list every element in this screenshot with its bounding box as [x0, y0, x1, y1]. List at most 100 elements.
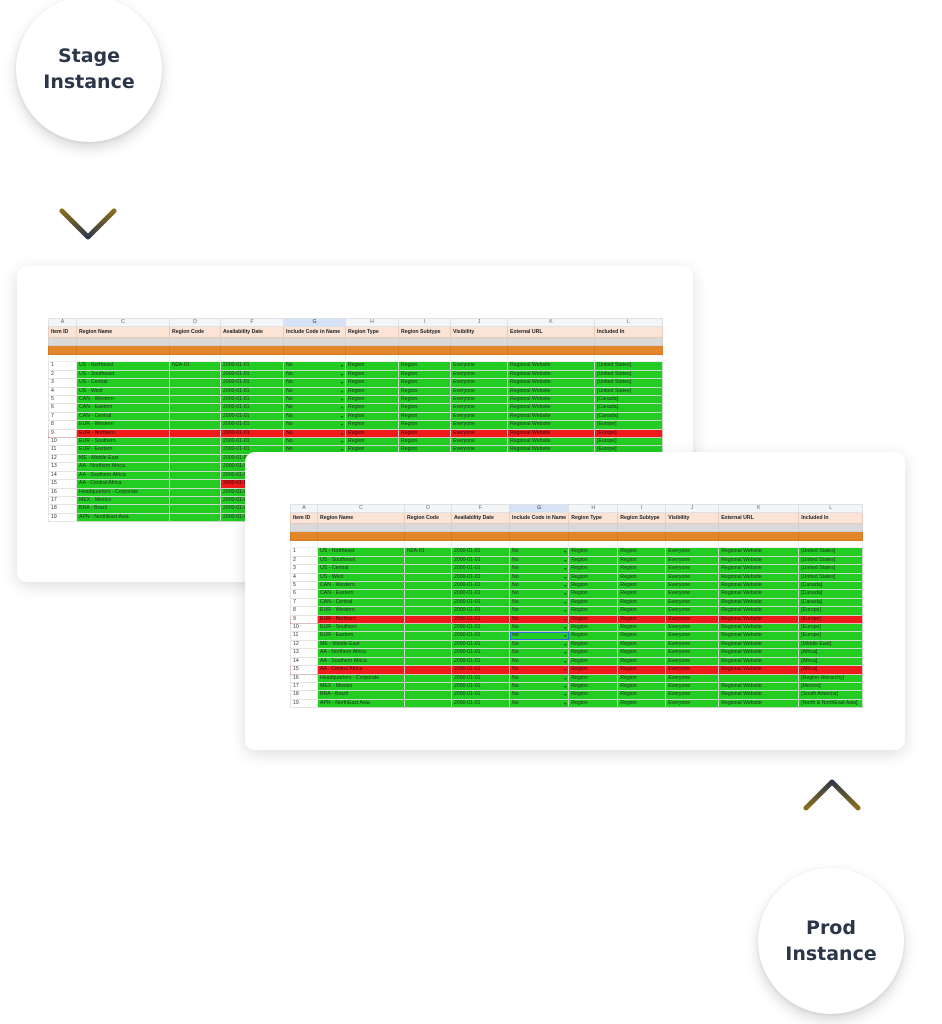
include-code-cell[interactable]: No▾ — [508, 656, 570, 667]
region-name-cell[interactable]: ME - Middle East — [317, 639, 405, 650]
empty-cell[interactable] — [594, 345, 663, 356]
region-name-cell[interactable]: EUR - Southern — [76, 437, 170, 447]
include-code-cell[interactable]: No▾ — [508, 572, 570, 583]
included-in-cell[interactable]: [Africa] — [798, 648, 864, 658]
column-header[interactable]: Included In — [594, 326, 663, 339]
region-subtype-cell[interactable]: Region — [398, 428, 451, 439]
region-code-cell[interactable] — [169, 369, 221, 380]
availability-date-cell[interactable]: 2000-01-01 — [220, 395, 284, 405]
availability-date-cell[interactable]: 2000-01-01 — [451, 614, 510, 625]
column-letter-H[interactable]: H — [568, 503, 619, 514]
column-header[interactable]: Item ID — [48, 326, 77, 339]
external-url-cell[interactable]: Regional Website — [718, 547, 800, 557]
region-subtype-cell[interactable]: Region — [398, 361, 451, 371]
region-name-cell[interactable]: US - Southeast — [317, 555, 405, 566]
empty-cell[interactable] — [568, 523, 619, 533]
row-number[interactable]: 19 — [48, 512, 77, 523]
region-subtype-cell[interactable]: Region — [617, 572, 667, 583]
external-url-cell[interactable]: Regional Website — [718, 681, 800, 692]
region-type-cell[interactable]: Region — [345, 369, 399, 380]
empty-cell[interactable] — [283, 354, 346, 363]
empty-cell[interactable] — [718, 531, 800, 542]
row-number[interactable]: 8 — [290, 606, 318, 616]
region-type-cell[interactable]: Region — [568, 656, 619, 667]
availability-date-cell[interactable]: 2000-01-01 — [220, 378, 284, 388]
included-in-cell[interactable]: [Canada] — [798, 581, 864, 591]
region-subtype-cell[interactable]: Region — [617, 614, 667, 625]
visibility-cell[interactable]: Everyone — [665, 698, 720, 709]
region-type-cell[interactable]: Region — [568, 597, 619, 608]
include-code-cell[interactable]: No▾ — [508, 623, 570, 633]
region-code-cell[interactable] — [169, 395, 221, 405]
region-code-cell[interactable] — [169, 386, 221, 397]
visibility-cell[interactable]: Everyone — [665, 547, 720, 557]
region-subtype-cell[interactable]: Region — [398, 386, 451, 397]
include-code-cell[interactable]: No▾ — [283, 428, 346, 439]
region-code-cell[interactable] — [404, 623, 452, 633]
region-subtype-cell[interactable]: Region — [398, 395, 451, 405]
external-url-cell[interactable]: Regional Website — [718, 572, 800, 583]
include-code-cell[interactable]: No▾ — [508, 673, 570, 683]
include-code-cell[interactable]: No▾ — [508, 639, 570, 650]
include-code-cell[interactable]: No▾ — [283, 369, 346, 380]
empty-cell[interactable] — [594, 354, 663, 363]
row-number[interactable]: 10 — [48, 437, 77, 447]
region-type-cell[interactable]: Region — [568, 572, 619, 583]
visibility-cell[interactable]: Everyone — [665, 564, 720, 574]
dropdown-caret-icon[interactable]: ▾ — [340, 380, 343, 386]
included-in-cell[interactable]: [Europe] — [594, 420, 663, 430]
included-in-cell[interactable]: [South America] — [798, 690, 864, 700]
dropdown-caret-icon[interactable]: ▾ — [564, 599, 567, 605]
dropdown-caret-icon[interactable]: ▾ — [564, 549, 567, 555]
empty-cell[interactable] — [508, 531, 570, 542]
column-header[interactable]: Region Subtype — [398, 326, 451, 339]
included-in-cell[interactable]: [Canada] — [798, 589, 864, 599]
empty-cell[interactable] — [220, 345, 284, 356]
availability-date-cell[interactable]: 2000-01-01 — [451, 606, 510, 616]
included-in-cell[interactable]: [Canada] — [594, 395, 663, 405]
column-letter-J[interactable]: J — [665, 503, 720, 514]
include-code-cell[interactable]: No▾ — [508, 614, 570, 625]
include-code-cell[interactable]: No▾ — [283, 420, 346, 430]
region-subtype-cell[interactable]: Region — [617, 648, 667, 658]
region-code-cell[interactable] — [404, 614, 452, 625]
include-code-cell[interactable]: No▾ — [283, 361, 346, 371]
row-number[interactable]: 2 — [290, 555, 318, 566]
region-name-cell[interactable]: EUR - Northern — [76, 428, 170, 439]
region-name-cell[interactable]: US - West — [317, 572, 405, 583]
region-code-cell[interactable] — [404, 572, 452, 583]
region-type-cell[interactable]: Region — [568, 589, 619, 599]
included-in-cell[interactable]: [United States] — [798, 572, 864, 583]
region-name-cell[interactable]: MEX - Mexico — [317, 681, 405, 692]
region-name-cell[interactable]: AA - Southern Africa — [317, 656, 405, 667]
dropdown-caret-icon[interactable]: ▾ — [564, 566, 567, 572]
external-url-cell[interactable]: Regional Website — [718, 597, 800, 608]
include-code-cell[interactable]: No▾ — [508, 631, 570, 641]
availability-date-cell[interactable]: 2000-01-01 — [220, 411, 284, 422]
dropdown-caret-icon[interactable]: ▾ — [564, 574, 567, 580]
empty-cell[interactable] — [798, 531, 864, 542]
region-code-cell[interactable] — [169, 411, 221, 422]
visibility-cell[interactable]: Everyone — [450, 386, 508, 397]
visibility-cell[interactable]: Everyone — [665, 648, 720, 658]
region-type-cell[interactable]: Region — [345, 386, 399, 397]
include-code-cell[interactable]: No▾ — [283, 437, 346, 447]
region-name-cell[interactable]: APN - NorthEast Asia — [317, 698, 405, 709]
region-code-cell[interactable] — [404, 597, 452, 608]
region-code-cell[interactable] — [404, 665, 452, 675]
visibility-cell[interactable]: Everyone — [665, 639, 720, 650]
region-name-cell[interactable]: EUR - Southern — [317, 623, 405, 633]
included-in-cell[interactable]: [Canada] — [594, 411, 663, 422]
column-letter-D[interactable]: D — [169, 317, 221, 328]
region-subtype-cell[interactable]: Region — [617, 623, 667, 633]
empty-cell[interactable] — [507, 337, 595, 347]
empty-cell[interactable] — [48, 337, 77, 347]
visibility-cell[interactable]: Everyone — [665, 606, 720, 616]
region-code-cell[interactable] — [404, 673, 452, 683]
row-number[interactable]: 9 — [290, 614, 318, 625]
